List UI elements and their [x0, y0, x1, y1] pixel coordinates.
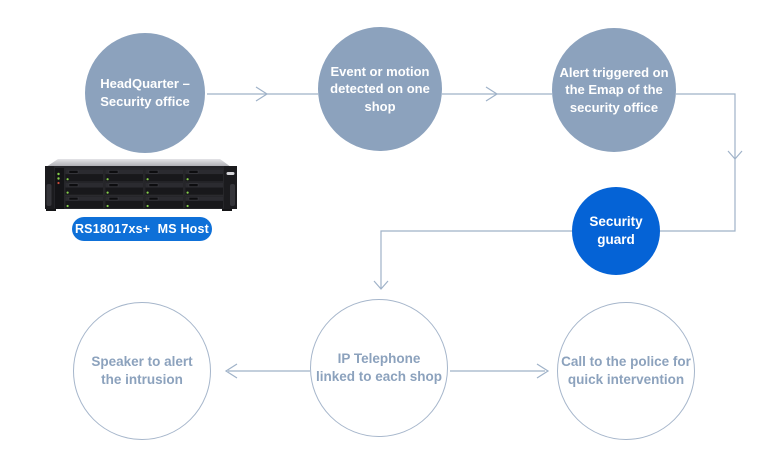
node-event-detected-label: Event or motion detected on one shop [330, 63, 430, 114]
node-speaker: Speaker to alert the intrusion [73, 302, 211, 440]
status-led [57, 181, 60, 185]
arrowhead-to-phone-icon [373, 280, 389, 290]
arrowhead-to-police-icon [536, 363, 550, 379]
server-top-face [46, 159, 231, 167]
power-slot [226, 172, 235, 175]
server-led-panel [55, 168, 64, 209]
node-call-police-label: Call to the police for quick interventio… [561, 353, 691, 387]
server-ear-left-handle [46, 184, 52, 206]
node-alert-emap: Alert triggered on the Emap of the secur… [552, 28, 676, 152]
drive-tray [184, 195, 224, 209]
server-ear-right-handle [230, 184, 235, 206]
server-host-label-text: RS18017xs+ MS Host [74, 222, 210, 236]
node-event-detected: Event or motion detected on one shop [318, 27, 442, 151]
server-foot-left [46, 208, 56, 211]
server-foot-right [222, 208, 232, 211]
drive-tray [64, 168, 104, 182]
drive-tray [104, 168, 144, 182]
drive-tray [144, 182, 184, 196]
drive-tray [144, 195, 184, 209]
server-illustration [45, 159, 237, 211]
drive-tray [184, 168, 224, 182]
status-led [57, 177, 60, 180]
arrowhead-event-to-alert [485, 86, 499, 102]
arrowhead-alert-down-icon [727, 150, 743, 160]
drive-tray [184, 182, 224, 196]
drive-tray [64, 182, 104, 196]
node-headquarter: HeadQuarter – Security office [85, 33, 205, 153]
server-host-label: RS18017xs+ MS Host [72, 217, 212, 241]
arrowhead-to-speaker-icon [224, 363, 238, 379]
arrowhead-hq-to-event [255, 86, 269, 102]
node-security-guard: Security guard [572, 187, 660, 275]
node-ip-telephone: IP Telephone linked to each shop [310, 299, 448, 437]
status-led [57, 172, 60, 176]
drive-tray [104, 195, 144, 209]
node-ip-telephone-label: IP Telephone linked to each shop [315, 350, 443, 384]
node-call-police: Call to the police for quick interventio… [557, 302, 695, 440]
drive-tray [144, 168, 184, 182]
node-speaker-label: Speaker to alert the intrusion [91, 353, 193, 387]
drive-tray [104, 182, 144, 196]
node-security-guard-label: Security guard [589, 214, 643, 247]
connector-alert-to-guard-to-phone [380, 93, 736, 288]
node-alert-emap-label: Alert triggered on the Emap of the secur… [559, 64, 669, 115]
node-headquarter-label: HeadQuarter – Security office [100, 76, 190, 109]
drive-tray [64, 195, 104, 209]
